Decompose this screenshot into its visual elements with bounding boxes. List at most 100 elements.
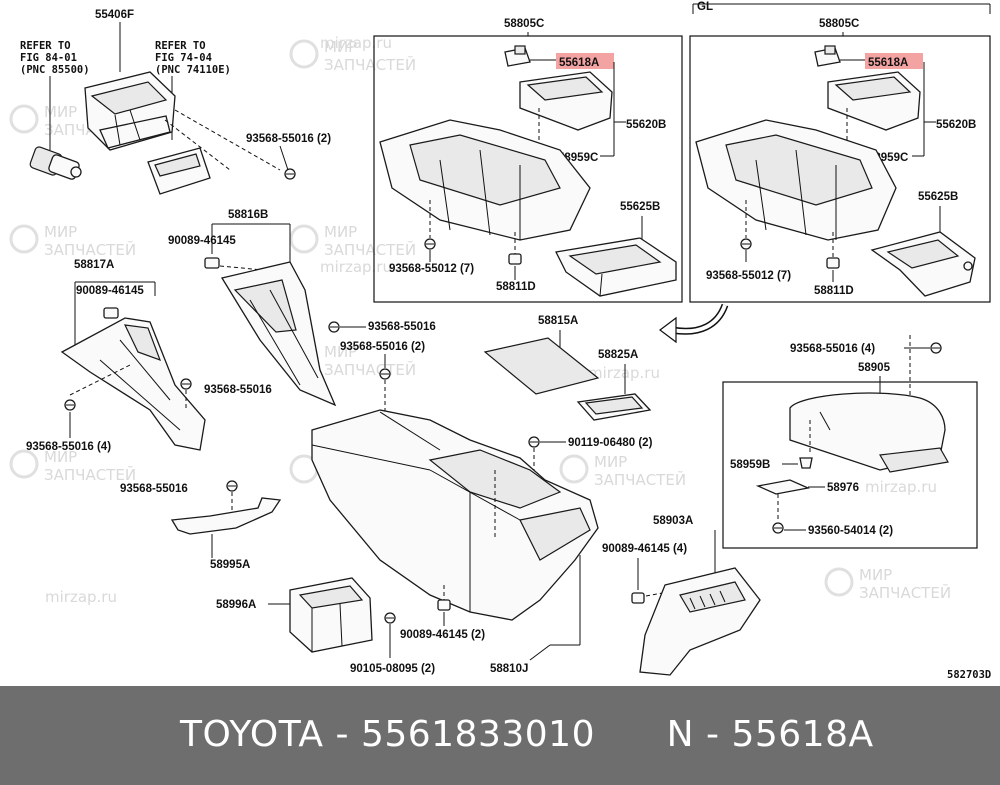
part-label-90089-46145[interactable]: 90089-46145 [168,235,236,247]
part-label-93568-55012[interactable]: 93568-55012 (7) [389,263,474,275]
armrest-58905-drawing [789,392,949,473]
part-label-58811d[interactable]: 58811D [814,285,854,297]
storage-box-drawing [519,71,613,131]
part-group-58996a: 58996A 90105-08095 (2) [216,577,435,675]
part-info-footer [0,686,1000,785]
part-group-58805c-right: GL 58805C 55618A 55620B 58959C [689,1,991,303]
part-label-55618a-highlighted[interactable]: 55618A [559,57,599,69]
screw-icon [284,168,296,180]
clip-55618a-drawing [504,45,531,67]
part-label-90089-46145-2[interactable]: 90089-46145 (2) [400,629,485,641]
part-label-55625b[interactable]: 55625B [620,201,660,213]
part-label-93568-55016-2[interactable]: 93568-55016 (2) [246,133,331,145]
screw-icon [772,522,784,534]
refer-note: FIG 84-01 [20,52,77,64]
part-label-90119-06480[interactable]: 90119-06480 (2) [568,437,653,449]
part-group-center-screws: 93568-55016 93568-55016 (2) [328,321,436,420]
cup-holder-drawing [84,71,176,151]
storage-box-drawing [827,71,921,131]
refer-note: REFER TO [155,40,206,52]
watermark-url: mirzap.ru [588,364,660,382]
part-label-58996a[interactable]: 58996A [216,599,256,611]
watermark-text: МИР [324,223,357,241]
part-group-58903a: 58903A 90089-46145 (4) [602,515,761,676]
screw-icon [379,368,391,380]
tray-detail-frame-right [689,35,991,303]
open-tray-drawing [870,231,976,297]
part-label-90089-46145[interactable]: 90089-46145 [76,285,144,297]
variant-label-gl: GL [697,1,713,13]
part-label-58903a[interactable]: 58903A [653,515,693,527]
reference-code[interactable]: 55618A [731,714,874,755]
part-label-55620b[interactable]: 55620B [936,119,976,131]
clip-icon [204,257,220,269]
mat-58815a-drawing [483,337,600,395]
tray-frame-right-drawing [695,119,897,241]
part-number[interactable]: 5561833010 [360,714,595,755]
part-label-55620b[interactable]: 55620B [626,119,666,131]
watermark-text: ЗАПЧАСТЕЙ [859,583,951,602]
part-label-93568-55016-4[interactable]: 93568-55016 (4) [26,441,111,453]
part-label-58815a[interactable]: 58815A [538,315,578,327]
part-group-58995a: 93568-55016 58995A [120,480,282,571]
part-label-58976[interactable]: 58976 [827,482,859,494]
part-label-90089-46145-4[interactable]: 90089-46145 (4) [602,543,687,555]
rear-panel-58903a-drawing [639,567,761,676]
part-group-58810j: 90089-46145 (2) 58810J 90119-06480 (2) [311,409,653,675]
part-label-90105-08095[interactable]: 90105-08095 (2) [350,663,435,675]
screw-icon [384,612,396,624]
exploded-parts-diagram: МИР ЗАПЧАСТЕЙ МИР ЗАПЧАСТЕЙ МИР ЗАПЧАСТЕ… [9,1,991,681]
watermark: МИР ЗАПЧАСТЕЙ [9,448,136,484]
part-label-58805c[interactable]: 58805C [504,18,544,30]
part-label-93560-54014[interactable]: 93560-54014 (2) [808,525,893,537]
clip-icon [103,307,119,319]
screw-icon [226,480,238,492]
part-number-caption: TOYOTA - 5561833010 N - 55618A [180,714,874,755]
part-label-58810j[interactable]: 58810J [490,663,528,675]
part-group-58825a: 58825A [576,349,652,421]
part-label-93568-55016[interactable]: 93568-55016 [204,384,272,396]
watermark-text: ЗАПЧАСТЕЙ [324,240,416,259]
side-panel-58817a-drawing [60,317,206,451]
screw-icon [180,378,192,390]
part-label-93568-55016[interactable]: 93568-55016 [120,483,188,495]
cushion-icon [799,457,813,469]
watermark-url: mirzap.ru [865,478,937,496]
refer-note: FIG 74-04 [155,52,212,64]
part-label-55618a-highlighted[interactable]: 55618A [868,57,908,69]
watermark-text: МИР [44,103,77,121]
watermark-text: МИР [859,566,892,584]
caption-separator: - [323,714,361,755]
power-socket-drawing [29,146,82,180]
box-58996a-drawing [289,577,373,653]
part-label-58816b[interactable]: 58816B [228,209,268,221]
part-label-93568-55016[interactable]: 93568-55016 [368,321,436,333]
clip-icon [826,257,840,269]
part-label-93568-55016-2[interactable]: 93568-55016 (2) [340,341,425,353]
part-label-58811d[interactable]: 58811D [496,281,536,293]
part-label-93568-55016-4[interactable]: 93568-55016 (4) [790,343,875,355]
part-label-55625b[interactable]: 55625B [918,191,958,203]
watermark-text: ЗАПЧАСТЕЙ [44,465,136,484]
screw-icon [64,399,76,411]
part-label-58805c[interactable]: 58805C [819,18,859,30]
watermark-url: mirzap.ru [320,258,392,276]
part-label-93568-55012[interactable]: 93568-55012 (7) [706,270,791,282]
part-label-58995a[interactable]: 58995A [210,559,250,571]
screw-icon [328,321,340,333]
part-group-side-panels: 58816B 90089-46145 58817A 90089-46145 [26,209,337,453]
part-label-58959b[interactable]: 58959B [730,459,770,471]
clip-55618a-drawing [814,45,841,67]
screw-icon [740,238,752,250]
part-label-55406f[interactable]: 55406F [95,9,134,21]
screw-icon [424,238,436,250]
part-label-58825a[interactable]: 58825A [598,349,638,361]
latch-58976-drawing [755,479,811,495]
watermark-text: МИР [324,38,357,56]
part-label-58817a[interactable]: 58817A [74,259,114,271]
armrest-detail-frame [722,381,978,549]
part-label-58905[interactable]: 58905 [858,362,891,374]
refer-note: (PNC 74110E) [155,64,231,76]
clip-icon [508,253,522,265]
